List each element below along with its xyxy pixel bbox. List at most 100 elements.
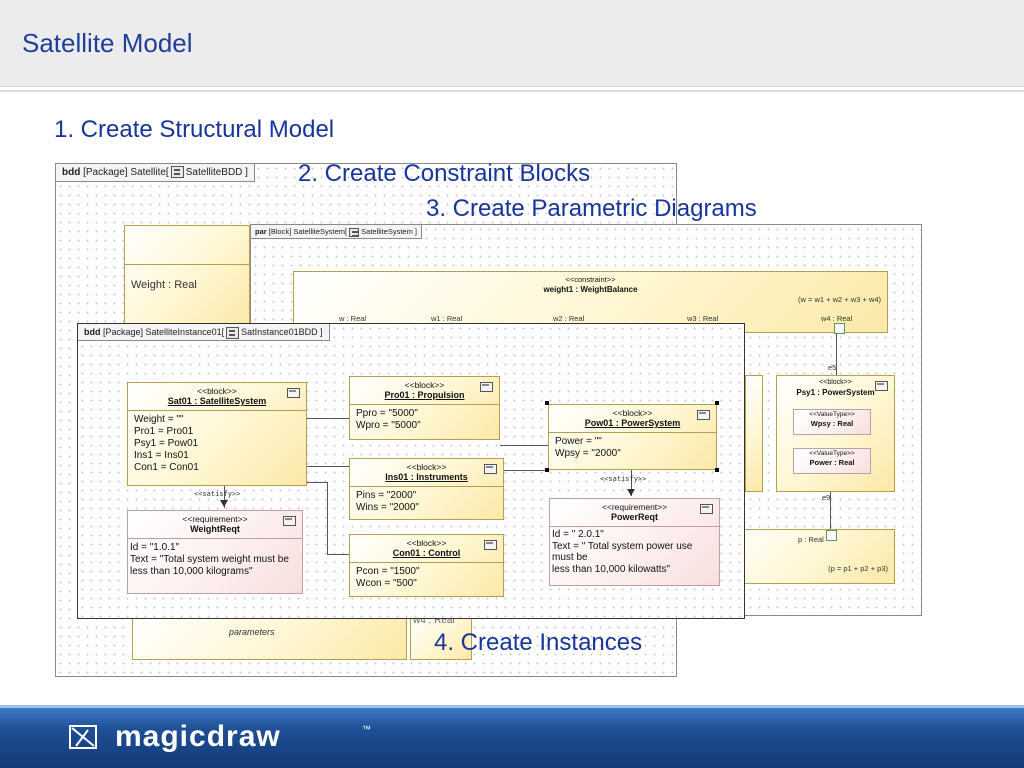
port-w2: w2 : Real [553,314,585,323]
link-sat-con-v [327,482,328,554]
pow01-name: Pow01 : PowerSystem [584,418,681,428]
arrowhead-down [627,489,635,496]
pro01-propulsion-block: <<block>> Pro01 : Propulsion Ppro = "500… [349,376,500,440]
w4-label: w4 : Real [413,615,455,626]
block-icon [287,388,300,398]
attr: Text = "Total system weight must be [130,554,289,565]
block-stereotype: <<block>> [406,538,447,548]
con01-name: Con01 : Control [392,548,461,558]
port-p: p : Real [798,535,824,544]
diagram-icon [170,166,184,179]
powerreqt-attributes: Id = " 2.0.1" Text = " Total system powe… [550,526,719,577]
selection-handle[interactable] [715,401,719,405]
header-divider [0,90,1024,92]
block-stereotype: <<block>> [612,408,653,418]
attr: Pcon = "1500" [356,566,420,577]
diagram-icon [349,227,360,237]
constraint-weight1: <<constraint>> weight1 : WeightBalance (… [293,271,888,334]
parameters-label: parameters [229,627,275,637]
psy-stereotype: <<block>> [819,379,852,386]
attr: Psy1 = Pow01 [134,438,199,449]
attr: Wins = "2000" [356,502,419,513]
sat01-attributes: Weight = "" Pro1 = Pro01 Psy1 = Pow01 In… [128,410,306,477]
con01-control-block: <<block>> Con01 : Control Pcon = "1500" … [349,534,504,597]
link-pro-pow [500,445,548,446]
block-icon [697,410,710,420]
par-partial-block [745,375,763,492]
link-sat-con-h [306,482,328,483]
footer-highlight [0,705,1024,708]
slide-footer [0,708,1024,768]
attr: Text = " Total system power use [552,540,693,552]
satellite-block-back: Weight : Real [124,225,250,325]
attr: must be [552,552,588,563]
block-stereotype: <<block>> [406,462,447,472]
valuetype-stereotype: <<ValueType>> [809,411,855,418]
block-stereotype: <<block>> [197,386,237,396]
block-icon [480,382,493,392]
bdd-satellite-tab: bdd [Package] Satellite[SatelliteBDD ] [56,164,255,182]
requirement-icon [700,504,713,514]
constraint-name: weight1 : WeightBalance [543,285,638,294]
constraint-stereotype: <<constraint>> [565,275,616,284]
weightreqt-attributes: Id = "1.0.1" Text = "Total system weight… [128,538,302,581]
wpsy-label: Wpsy : Real [810,419,854,428]
weightreqt-name: WeightReqt [190,524,240,534]
satisfy-arrow-weight [224,486,225,508]
satisfy-label-weight: <<satisfy>> [194,490,241,498]
step-4-label: 4. Create Instances [434,629,643,656]
connector-e5-label: e5 [828,363,837,372]
arrowhead-down [220,500,228,507]
attr: Ins1 = Ins01 [134,450,189,461]
diagram-icon [226,326,240,339]
satisfy-label-power: <<satisfy>> [600,475,647,483]
connector-e9-label: e9 [822,493,831,502]
selection-handle[interactable] [545,468,549,472]
con01-attributes: Pcon = "1500" Wcon = "500" [350,562,503,593]
attr: Weight = "" [134,414,184,425]
port-w1: w1 : Real [431,314,463,323]
psy-name: Psy1 : PowerSystem [796,388,875,397]
link-sat-con-h2 [327,554,349,555]
selection-handle[interactable] [545,401,549,405]
slide-header [0,0,1024,87]
sat01-satellitesystem-block: <<block>> Sat01 : SatelliteSystem Weight… [127,382,307,486]
satisfy-arrow-power [631,470,632,496]
selection-handle[interactable] [715,468,719,472]
constraint-power: p : Real (p = p1 + p2 + p3) [725,529,895,584]
port-w: w : Real [339,314,367,323]
slide-title: Satellite Model [22,28,193,58]
block-stereotype: <<block>> [404,380,445,390]
requirement-icon [283,516,296,526]
attr: less than 10,000 kilograms" [130,566,253,577]
attr: Pins = "2000" [356,490,417,501]
constraint-equation: (w = w1 + w2 + w3 + w4) [798,295,881,304]
par-diagram-tab: par [Block] SatelliteSystem[SatelliteSys… [251,225,422,239]
link-sat-pro [306,418,350,419]
attr: Id = "1.0.1" [130,542,180,553]
block-icon [875,381,888,391]
attr: less than 10,000 kilowatts" [552,563,671,575]
ins01-name: Ins01 : Instruments [385,472,468,482]
connector-e9 [830,492,831,530]
sat01-name: Sat01 : SatelliteSystem [167,396,267,406]
power-label: Power : Real [809,458,855,467]
step-2-label: 2. Create Constraint Blocks [298,160,591,187]
power-valuetype: <<ValueType>> Power : Real [793,448,871,474]
connector-e5 [836,333,837,375]
port-w4: w4 : Real [821,314,853,323]
weightreqt-requirement: <<requirement>> WeightReqt Id = "1.0.1" … [127,510,303,594]
step-3-label: 3. Create Parametric Diagrams [426,195,757,222]
powerreqt-name: PowerReqt [610,512,658,522]
requirement-stereotype: <<requirement>> [182,514,248,524]
requirement-stereotype: <<requirement>> [601,502,668,512]
weight-attribute: Weight : Real [125,264,249,312]
attr: Pro1 = Pro01 [134,426,194,437]
pow01-attributes: Power = "" Wpsy = "2000" [549,432,716,463]
block-icon [484,464,497,474]
pow01-powersystem-block[interactable]: <<block>> Pow01 : PowerSystem Power = ""… [548,404,717,470]
power-equation: (p = p1 + p2 + p3) [828,564,888,573]
attr: Con1 = Con01 [134,462,199,473]
step-1-label: 1. Create Structural Model [54,116,335,143]
ins01-attributes: Pins = "2000" Wins = "2000" [350,486,503,517]
